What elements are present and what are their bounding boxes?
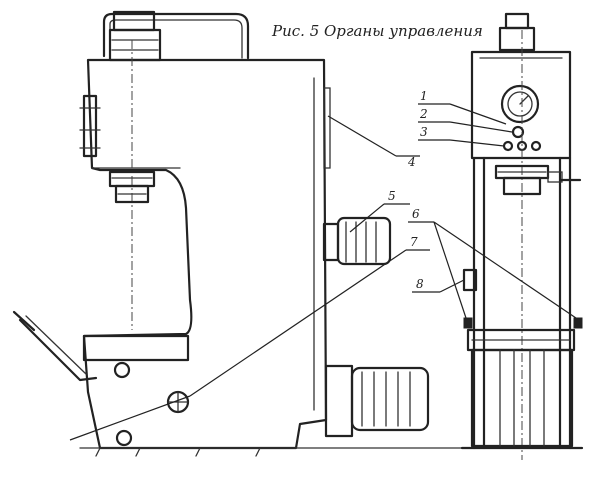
callout-3: 3 [420, 125, 428, 139]
side-view [12, 10, 471, 457]
button-3a [502, 140, 514, 152]
base-handwheel [115, 429, 133, 447]
button-3c [530, 140, 542, 152]
hydraulic-pipe [102, 12, 250, 60]
head-flange [82, 94, 98, 158]
front-cylinder [498, 26, 536, 52]
callout-5: 5 [388, 189, 396, 203]
lever-6-left [463, 317, 473, 329]
front-punch [502, 176, 542, 196]
pressure-gauge [500, 84, 540, 124]
callout-leaders [69, 103, 577, 441]
table-handwheel [113, 361, 131, 379]
callout-6: 6 [412, 207, 420, 221]
press-frame [82, 58, 328, 450]
front-head-box [470, 50, 572, 160]
callout-numbers: 1 2 3 4 5 6 7 8 [388, 89, 428, 291]
callout-1: 1 [420, 89, 428, 103]
figure-caption: Рис. 5 Органы управления [271, 22, 483, 40]
callout-8: 8 [416, 277, 424, 291]
cylinder-top [108, 28, 162, 62]
punch [114, 184, 150, 204]
front-view [460, 12, 584, 460]
foot-pedal-lever [18, 318, 98, 382]
button-2 [511, 125, 525, 139]
callout-2: 2 [419, 107, 428, 121]
lever-6-right [573, 317, 583, 329]
pump-flange [324, 364, 354, 438]
callout-4: 4 [407, 155, 416, 169]
motor-5 [336, 216, 392, 266]
front-base [470, 348, 574, 448]
pump-motor [350, 366, 430, 432]
bolster [82, 334, 190, 362]
callout-7: 7 [410, 235, 418, 249]
